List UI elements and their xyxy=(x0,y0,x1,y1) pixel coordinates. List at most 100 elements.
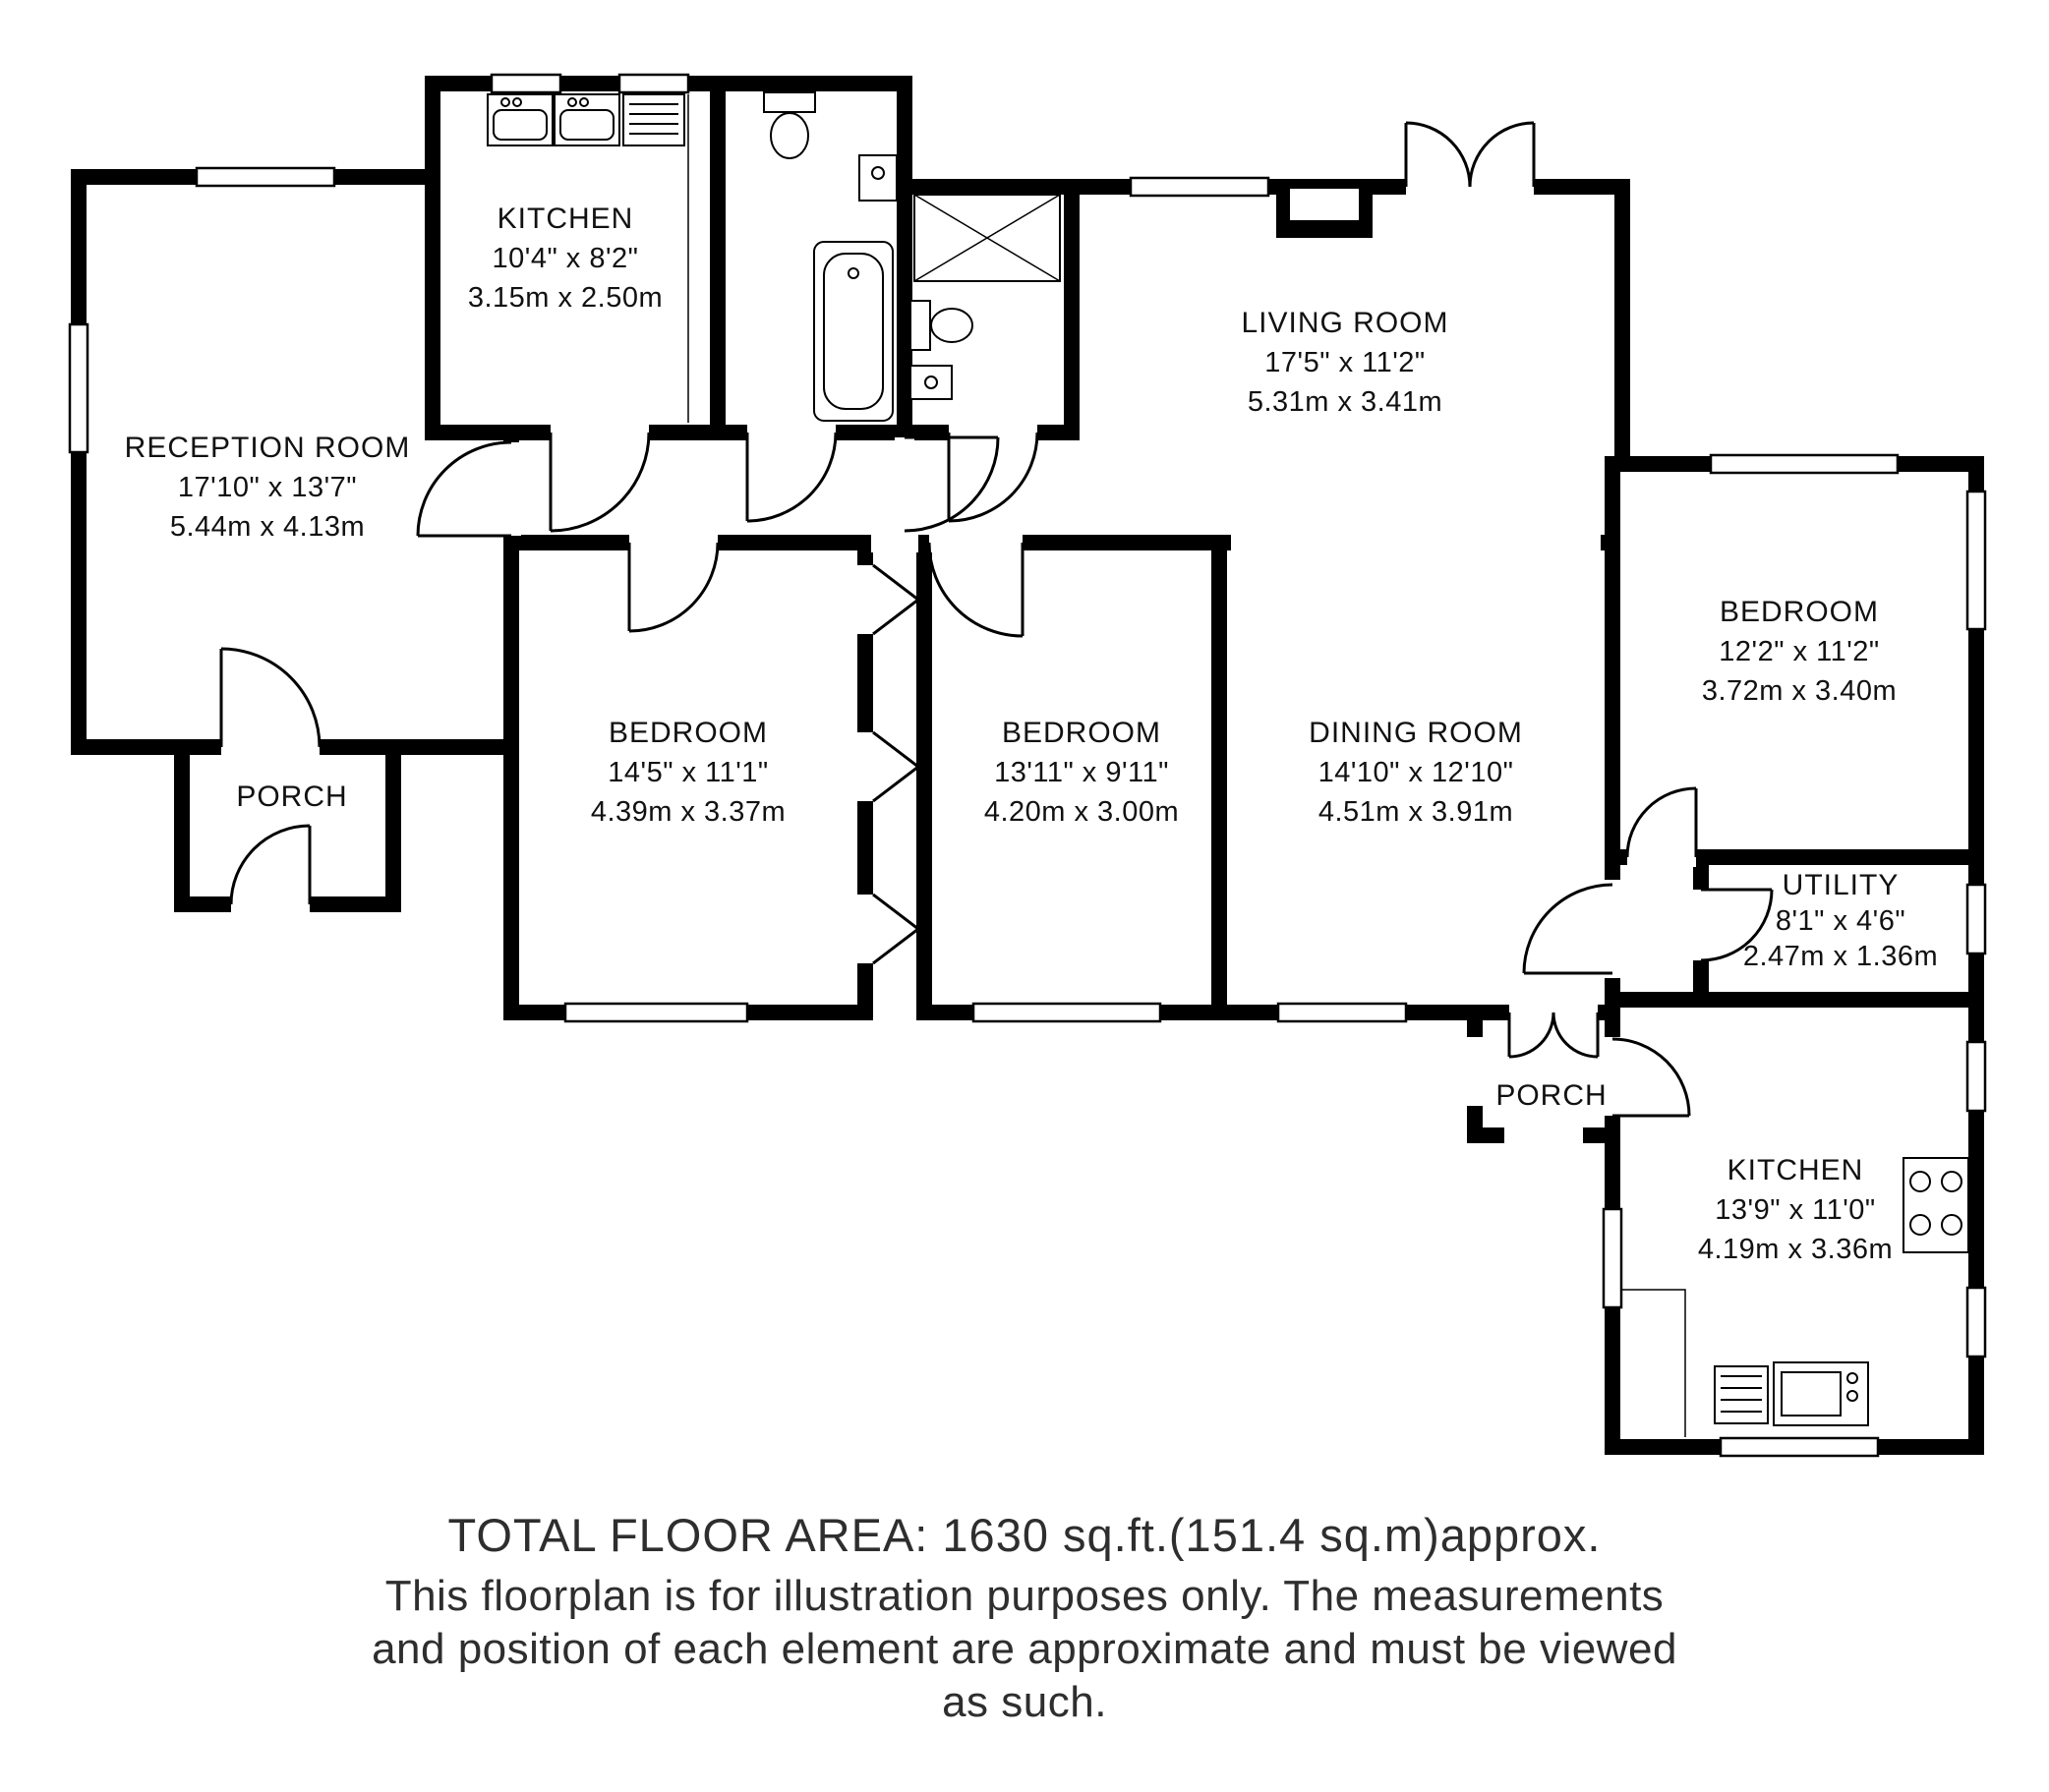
door-arc-icon xyxy=(628,542,720,633)
shower-icon xyxy=(913,194,1061,282)
room-title: PORCH xyxy=(1495,1079,1607,1112)
footer-disclaimer: TOTAL FLOOR AREA: 1630 sq.ft.(151.4 sq.m… xyxy=(0,1508,2049,1727)
door-arc-icon xyxy=(1611,1037,1691,1117)
door-arc-icon xyxy=(927,542,1024,638)
toilet-icon xyxy=(763,91,816,159)
room-dims-metric: 3.15m x 2.50m xyxy=(468,282,663,314)
kitchen-top-fixtures xyxy=(487,93,689,423)
room-label-bedroom-right: BEDROOM 12'2" x 11'2" 3.72m x 3.40m xyxy=(1702,596,1897,707)
door-arc-icon xyxy=(229,824,311,905)
door-arc-icon xyxy=(746,432,838,523)
doors-layer xyxy=(219,121,1774,1118)
room-label-bedroom-mid: BEDROOM 13'11" x 9'11" 4.20m x 3.00m xyxy=(984,717,1179,828)
door-arc-icon xyxy=(904,436,1000,533)
room-label-porch-left: PORCH xyxy=(236,780,347,813)
room-title: BEDROOM xyxy=(1002,717,1161,749)
room-title: KITCHEN xyxy=(1727,1154,1864,1186)
shower-room-fixtures xyxy=(909,194,1061,400)
room-dims-metric: 5.44m x 4.13m xyxy=(170,511,365,543)
floorplan-canvas: KITCHEN 10'4" x 8'2" 3.15m x 2.50m RECEP… xyxy=(68,73,1987,1458)
counter-line xyxy=(1620,1289,1686,1437)
room-title: RECEPTION ROOM xyxy=(125,432,411,464)
bathtub-icon xyxy=(813,241,894,422)
door-arc-icon xyxy=(1405,121,1472,188)
room-dims-metric: 3.72m x 3.40m xyxy=(1702,675,1897,707)
room-dims-imperial: 17'10" x 13'7" xyxy=(178,472,357,503)
room-title: BEDROOM xyxy=(609,717,768,749)
room-dims-imperial: 14'5" x 11'1" xyxy=(608,757,768,788)
door-arc-icon xyxy=(1700,889,1774,962)
room-dims-imperial: 13'11" x 9'11" xyxy=(994,757,1169,788)
room-dims-imperial: 14'10" x 12'10" xyxy=(1318,757,1514,788)
room-dims-imperial: 13'9" x 11'0" xyxy=(1715,1194,1875,1226)
door-arc-icon xyxy=(1468,121,1535,188)
sink-icon xyxy=(487,93,554,146)
room-label-porch-bottom: PORCH xyxy=(1495,1079,1607,1112)
room-title: PORCH xyxy=(236,780,347,813)
room-label-living: LIVING ROOM 17'5" x 11'2" 5.31m x 3.41m xyxy=(1241,307,1448,418)
door-arc-icon xyxy=(948,432,1039,523)
room-dims-metric: 4.39m x 3.37m xyxy=(591,796,786,828)
room-dims-metric: 4.20m x 3.00m xyxy=(984,796,1179,828)
window-icon xyxy=(1965,1040,1987,1113)
window-icon xyxy=(617,73,690,94)
room-title: LIVING ROOM xyxy=(1241,307,1448,339)
door-arc-icon xyxy=(416,440,512,537)
window-icon xyxy=(1129,176,1270,198)
room-title: BEDROOM xyxy=(1720,596,1879,628)
window-icon xyxy=(1719,1436,1880,1458)
room-label-dining: DINING ROOM 14'10" x 12'10" 4.51m x 3.91… xyxy=(1309,717,1522,828)
window-icon xyxy=(563,1002,749,1023)
window-icon xyxy=(490,73,562,94)
floorplan-svg: KITCHEN 10'4" x 8'2" 3.15m x 2.50m RECEP… xyxy=(68,73,1987,1458)
window-icon xyxy=(1276,1002,1408,1023)
room-dims-metric: 4.51m x 3.91m xyxy=(1318,796,1513,828)
room-label-kitchen-top: KITCHEN 10'4" x 8'2" 3.15m x 2.50m xyxy=(468,202,663,314)
window-icon xyxy=(1602,1207,1623,1309)
living-room-fixtures xyxy=(1276,179,1373,238)
cupboard-door-icon xyxy=(872,893,921,965)
window-icon xyxy=(1709,453,1900,475)
fireplace-icon xyxy=(1276,179,1373,238)
basin-icon xyxy=(909,365,953,400)
door-arc-icon xyxy=(1551,1012,1599,1059)
room-label-utility: UTILITY 8'1" x 4'6" 2.47m x 1.36m xyxy=(1743,869,1938,972)
room-dims-imperial: 12'2" x 11'2" xyxy=(1719,636,1879,667)
window-icon xyxy=(971,1002,1162,1023)
cupboard-door-icon xyxy=(872,730,921,803)
door-gaps-layer xyxy=(221,177,1711,1145)
room-label-bedroom-left: BEDROOM 14'5" x 11'1" 4.39m x 3.37m xyxy=(591,717,786,828)
wall-porch-left xyxy=(174,739,401,912)
door-arc-icon xyxy=(1522,883,1613,974)
window-icon xyxy=(68,322,89,454)
room-label-reception: RECEPTION ROOM 17'10" x 13'7" 5.44m x 4.… xyxy=(125,432,411,543)
door-arc-icon xyxy=(1625,786,1697,858)
room-dims-metric: 2.47m x 1.36m xyxy=(1743,941,1938,972)
room-label-kitchen-bottom: KITCHEN 13'9" x 11'0" 4.19m x 3.36m xyxy=(1698,1154,1893,1265)
room-dims-metric: 5.31m x 3.41m xyxy=(1248,386,1442,418)
hob-icon xyxy=(1903,1157,1969,1253)
kitchen-bottom-fixtures xyxy=(1620,1157,1969,1437)
appliance-icon xyxy=(1714,1365,1769,1424)
sink-icon xyxy=(554,93,620,146)
disclaimer-line-2: and position of each element are approxi… xyxy=(372,1625,1677,1673)
room-title: KITCHEN xyxy=(498,202,634,235)
hob-icon xyxy=(622,93,685,146)
room-dims-imperial: 17'5" x 11'2" xyxy=(1264,347,1425,378)
door-arc-icon xyxy=(220,647,322,748)
bathroom-fixtures xyxy=(763,91,898,422)
toilet-icon xyxy=(909,300,973,351)
room-title: UTILITY xyxy=(1783,869,1900,901)
room-dims-imperial: 8'1" x 4'6" xyxy=(1776,905,1905,937)
wall-dining xyxy=(1211,535,1620,1020)
window-icon xyxy=(1965,883,1987,955)
sink-icon xyxy=(1773,1361,1869,1426)
disclaimer-line-3: as such. xyxy=(942,1678,1107,1726)
door-arc-icon xyxy=(550,432,651,533)
total-floor-area-text: TOTAL FLOOR AREA: 1630 sq.ft.(151.4 sq.m… xyxy=(447,1509,1602,1561)
basin-icon xyxy=(858,154,898,202)
wall-porch-bottom xyxy=(1467,1005,1620,1143)
windows-layer xyxy=(68,73,1987,1458)
window-icon xyxy=(1965,1286,1987,1358)
cupboard-door-icon xyxy=(872,563,921,636)
